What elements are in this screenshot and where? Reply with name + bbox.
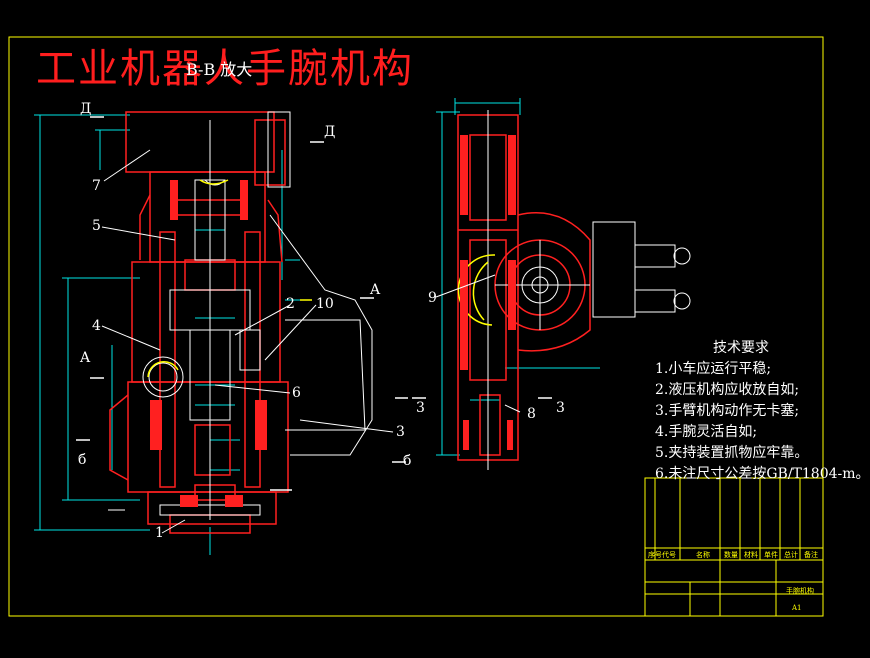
section-mark-lines [76, 116, 552, 491]
left-accents [147, 179, 312, 378]
bom-header-no: 序号 [648, 551, 662, 559]
section-mark-3: 3 [416, 400, 425, 416]
note-item: 1.小车应运行平稳; [655, 361, 772, 377]
part-label-8: 8 [527, 406, 536, 422]
notes-heading: 技术要求 [713, 340, 769, 356]
part-label-6: 6 [292, 385, 301, 401]
bom-header-unit: 单件 [764, 551, 778, 559]
part-label-1: 1 [155, 525, 164, 541]
bom-header-remark: 备注 [804, 551, 818, 559]
left-outline [109, 111, 289, 534]
part-label-10: 10 [316, 296, 334, 312]
bom-header-code: 代号 [662, 551, 676, 559]
right-outline [457, 114, 591, 461]
bom-header-material: 材料 [744, 551, 758, 559]
part-label-7: 7 [92, 178, 101, 194]
right-dimensions [436, 98, 600, 456]
bom-header-name: 名称 [696, 551, 710, 559]
left-hatch [150, 180, 267, 507]
note-item: 2.液压机构应收放自如; [655, 382, 800, 398]
right-side-view [436, 98, 691, 470]
section-mark-b: б [78, 452, 87, 468]
drawing-canvas: 工业机器人手腕机构 B-B 放大 技术要求 1.小车应运行平稳; 2.液压机构应… [8, 36, 870, 617]
part-label-2: 2 [286, 296, 295, 312]
section-mark-a: A [80, 350, 91, 366]
note-item: 4.手腕灵活自如; [655, 424, 758, 440]
cad-drawing [8, 36, 824, 617]
part-label-3: 3 [396, 424, 405, 440]
section-mark-d: Д [324, 124, 336, 140]
leader-lines [101, 149, 521, 534]
right-part-lines [487, 110, 691, 470]
drawing-title: 工业机器人手腕机构 [36, 46, 414, 92]
section-mark-a: A [370, 282, 381, 298]
section-view-label: B-B 放大 [186, 60, 253, 79]
title-block [644, 477, 824, 617]
part-label-4: 4 [92, 318, 101, 334]
section-mark-d: Д [80, 101, 92, 117]
section-mark-3: 3 [556, 400, 565, 416]
note-item: 5.夹持装置抓物应牢靠。 [655, 445, 809, 461]
title-block-sheet-code: A1 [792, 604, 802, 612]
left-part-lines [108, 111, 373, 520]
bom-header-total: 总计 [784, 551, 798, 559]
drawing-frame [8, 36, 824, 617]
bom-header-qty: 数量 [724, 551, 738, 559]
right-hatch [460, 135, 516, 450]
left-section-view [34, 111, 373, 555]
title-block-drawing-name: 手腕机构 [786, 587, 814, 595]
part-label-9: 9 [428, 290, 437, 306]
technical-requirements: 技术要求 1.小车应运行平稳; 2.液压机构应收放自如; 3.手臂机构动作无卡塞… [655, 338, 870, 485]
section-mark-b: б [403, 453, 412, 469]
part-label-5: 5 [92, 218, 101, 234]
note-item: 3.手臂机构动作无卡塞; [655, 403, 800, 419]
note-item: 6.未注尺寸公差按GB/T1804-m。 [655, 466, 870, 482]
